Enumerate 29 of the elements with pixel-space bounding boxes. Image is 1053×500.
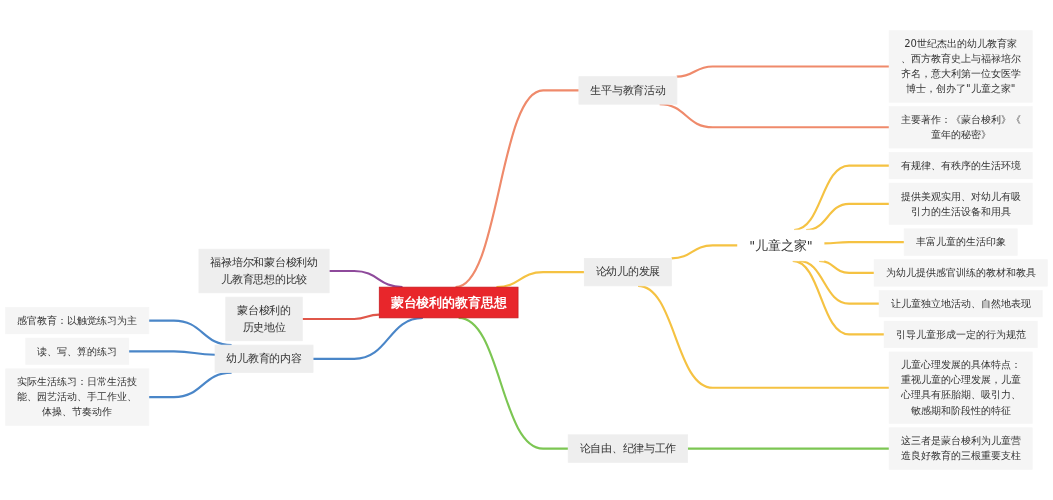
node-box: 感官教育：以触觉练习为主 [5, 306, 150, 335]
node-box: 实际生活练习：日常生活技能、园艺活动、手工作业、体操、节奏动作 [5, 368, 150, 426]
node-box: 这三者是蒙台梭利为儿童营造良好教育的三根重要支柱 [888, 427, 1033, 470]
node-box: 幼儿教育的内容 [214, 344, 314, 373]
connector [798, 259, 880, 305]
node-box: 蒙台梭利的教育思想 [378, 286, 519, 319]
connector [687, 447, 890, 450]
node-box: 有规律、有秩序的生活环境 [888, 151, 1033, 180]
node-box: 让儿童独立地活动、自然地表现 [878, 290, 1043, 318]
node-box: 论幼儿的发展 [583, 257, 672, 287]
connector [128, 350, 216, 356]
connector [302, 313, 380, 321]
node-box: 蒙台梭利的历史地位 [225, 296, 303, 342]
node-box: 20世纪杰出的幼儿教育家、西方教育史上与福禄培尔齐名，意大利第一位女医学博士，创办了"儿童之家" [888, 30, 1033, 103]
connector [792, 259, 885, 336]
node-box: 主要著作：《蒙台梭利》《童年的秘密》 [888, 106, 1033, 149]
node-box: 福禄培尔和蒙台梭利幼儿教育思想的比较 [198, 248, 330, 294]
node-box: 论自由、纪律与工作 [567, 434, 688, 463]
node-box: 读、写、算的练习 [25, 337, 130, 365]
connector [824, 241, 905, 245]
node-box: 丰富儿童的生活印象 [903, 228, 1018, 256]
node-box: 生平与教育活动 [578, 76, 678, 105]
connector [671, 244, 738, 260]
node-box: 儿童心理发展的具体特点：重视儿童的心理发展，儿童心理具有胚胎期、吸引力、敏感期和阶段性的特征 [888, 351, 1033, 424]
node-box: 引导儿童形成一定的行为规范 [883, 320, 1038, 349]
connector [819, 259, 875, 274]
connector [676, 65, 890, 78]
node-box: 提供美观实用、对幼儿有吸引力的生活设备和用具 [888, 182, 1033, 225]
node-box: 为幼儿提供感官训练的教材和教具 [873, 259, 1048, 287]
